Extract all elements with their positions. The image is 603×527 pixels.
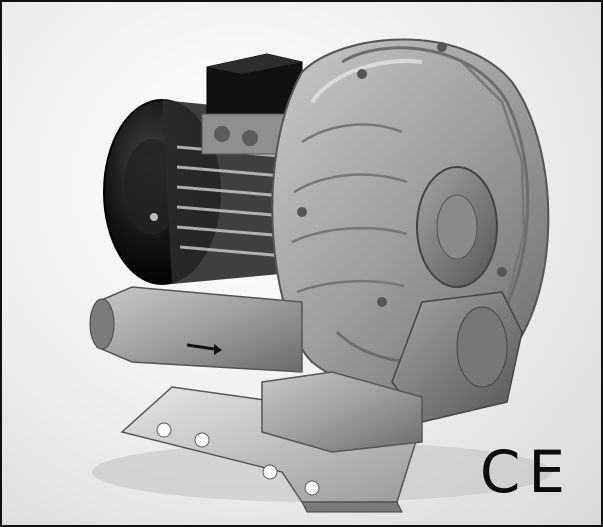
ce-mark: CE: [479, 438, 573, 506]
electric-motor: [103, 99, 302, 285]
flow-arrow: [186, 343, 215, 351]
outlet-connection: [261, 291, 523, 453]
silencer-pipe: [89, 286, 303, 373]
